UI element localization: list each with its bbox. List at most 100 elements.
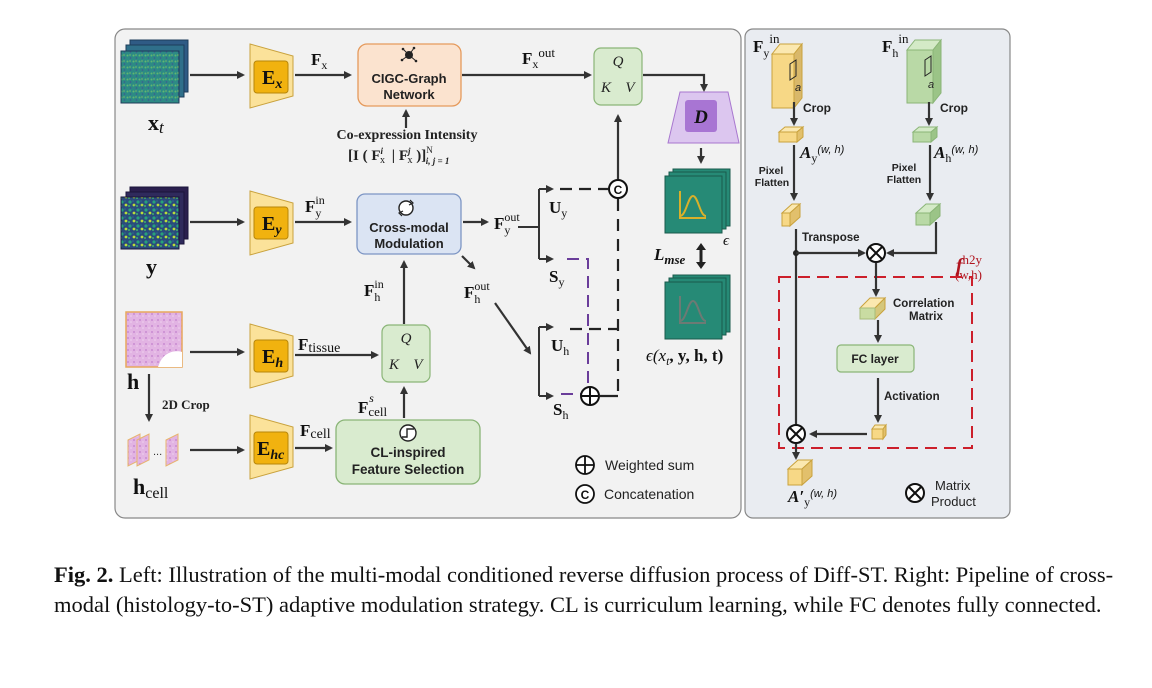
ah-flattened-bar — [914, 202, 942, 227]
sh-label: Sh — [553, 400, 568, 422]
svg-text:a: a — [795, 82, 801, 94]
svg-text:Weighted sum: Weighted sum — [605, 457, 694, 473]
fcell-label: Fcell — [300, 421, 331, 442]
correlation-label-1: Correlation — [893, 298, 954, 310]
fh-in-label: Fhin — [364, 277, 384, 304]
svg-text:Feature Selection: Feature Selection — [352, 462, 465, 477]
arrow — [494, 302, 532, 355]
loss-label: Lmse — [653, 245, 686, 267]
legend-concatenation: C Concatenation — [575, 484, 694, 504]
svg-text:a: a — [928, 79, 934, 91]
crop-2d-label: 2D Crop — [162, 397, 210, 412]
y-label: y — [146, 254, 157, 279]
gaussian-curve-icon — [679, 191, 707, 219]
qkv-attention-top: Q K V — [593, 47, 643, 106]
svg-text:V: V — [625, 80, 636, 96]
hcell-crops: ... — [127, 433, 179, 467]
epsilon-pred-stack — [664, 274, 731, 340]
svg-text:FC layer: FC layer — [851, 352, 899, 366]
svg-text:Matrix: Matrix — [935, 478, 971, 493]
svg-text:C: C — [581, 488, 590, 502]
svg-text:Cross-modal: Cross-modal — [369, 220, 448, 235]
fh-feature-cube: a — [905, 38, 943, 105]
crop-label-h: Crop — [940, 101, 968, 115]
graph-network-icon — [400, 46, 418, 63]
epsilon-pred-label: ϵ(xt, y, h, t) — [646, 346, 723, 368]
step-function-icon — [399, 424, 417, 442]
fc-layer-block: FC layer — [836, 344, 915, 373]
ay-prime-bar — [786, 458, 814, 487]
concatenation-icon: C — [608, 179, 628, 199]
figure-label: Fig. 2. — [54, 562, 114, 587]
cycle-icon — [397, 199, 415, 217]
xt-image-stack — [120, 39, 189, 104]
svg-text:D: D — [693, 107, 708, 128]
legend-matrix-product: Matrix Product — [905, 478, 976, 509]
figure-caption: Fig. 2. Left: Illustration of the multi-… — [54, 560, 1114, 620]
ay-prime-label: A′y(w, h) — [787, 487, 837, 509]
epsilon-label: ϵ — [723, 233, 730, 249]
fy-in-label: Fyin — [305, 193, 325, 220]
tissue-gap — [158, 351, 182, 367]
fh-out-label: Fhout — [464, 279, 490, 306]
r-fy-in-label: Fyin — [753, 31, 780, 60]
fy-out-label: Fyout — [494, 210, 520, 237]
crop-label-y: Crop — [803, 101, 831, 115]
ah-label: Ah(w, h) — [933, 143, 979, 165]
decoder-d: D — [667, 91, 740, 144]
caption-text: Left: Illustration of the multi-modal co… — [54, 562, 1114, 617]
svg-text:V: V — [413, 357, 424, 373]
cigc-graph-network-block: CIGC-Graph Network — [357, 43, 462, 107]
activation-output-cube — [871, 423, 887, 441]
fy-feature-cube: a — [770, 42, 804, 110]
r-fh-in-label: Fhin — [882, 31, 909, 60]
cl-feature-selection-block: CL-inspired Feature Selection — [335, 419, 481, 485]
pixel-flatten-label-y: Pixel — [759, 165, 784, 177]
svg-text:Concatenation: Concatenation — [604, 486, 694, 502]
cross-modal-modulation-block: Cross-modal Modulation — [356, 193, 462, 255]
coexpression-label: Co-expression Intensity — [337, 128, 478, 143]
ay-label: Ay(w, h) — [799, 143, 845, 165]
gaussian-curve-icon — [679, 296, 707, 324]
uy-label: Uy — [549, 198, 567, 220]
sy-label: Sy — [549, 267, 564, 289]
svg-text:K: K — [600, 80, 612, 96]
pixel-flatten-label-y-line2: Flatten — [755, 177, 789, 189]
transpose-label: Transpose — [802, 232, 860, 244]
arrow — [643, 73, 708, 92]
pixel-flatten-label-h: Pixel — [892, 162, 917, 174]
double-arrow-icon — [696, 243, 706, 269]
svg-text:Modulation: Modulation — [374, 236, 443, 251]
fcell-s-label: Fcells — [358, 391, 388, 419]
fx-out-label: Fxout — [522, 45, 555, 71]
pixel-flatten-label-h-line2: Flatten — [887, 174, 921, 186]
svg-text:Q: Q — [613, 54, 624, 70]
correlation-label-2: Matrix — [909, 311, 943, 323]
ay-patch — [777, 125, 805, 144]
uh-label: Uh — [551, 336, 569, 358]
svg-text:CIGC-Graph: CIGC-Graph — [371, 71, 446, 86]
ay-flattened-bar — [780, 202, 802, 228]
hcell-label: hcell — [133, 474, 169, 502]
matrix-product-icon — [866, 243, 886, 263]
arrow — [886, 222, 938, 257]
activation-label: Activation — [884, 391, 940, 403]
weighted-sum-icon — [580, 386, 600, 406]
svg-text:...: ... — [153, 446, 162, 458]
h-label: h — [127, 369, 139, 394]
epsilon-output-stack — [664, 168, 731, 234]
xt-label: xt — [148, 110, 165, 137]
svg-text:Eh: Eh — [262, 346, 283, 371]
svg-text:Ex: Ex — [262, 67, 282, 92]
ftissue-label: Ftissue — [298, 335, 340, 356]
encoder-ex: Ex — [249, 43, 294, 109]
encoder-ehc: Ehc — [249, 414, 294, 480]
legend-weighted-sum: Weighted sum — [575, 455, 694, 475]
arrow — [461, 255, 476, 270]
svg-text:K: K — [388, 357, 400, 373]
purple-dashed-connector — [555, 258, 589, 395]
right-panel — [744, 28, 1011, 519]
svg-text:Ey: Ey — [262, 213, 282, 238]
